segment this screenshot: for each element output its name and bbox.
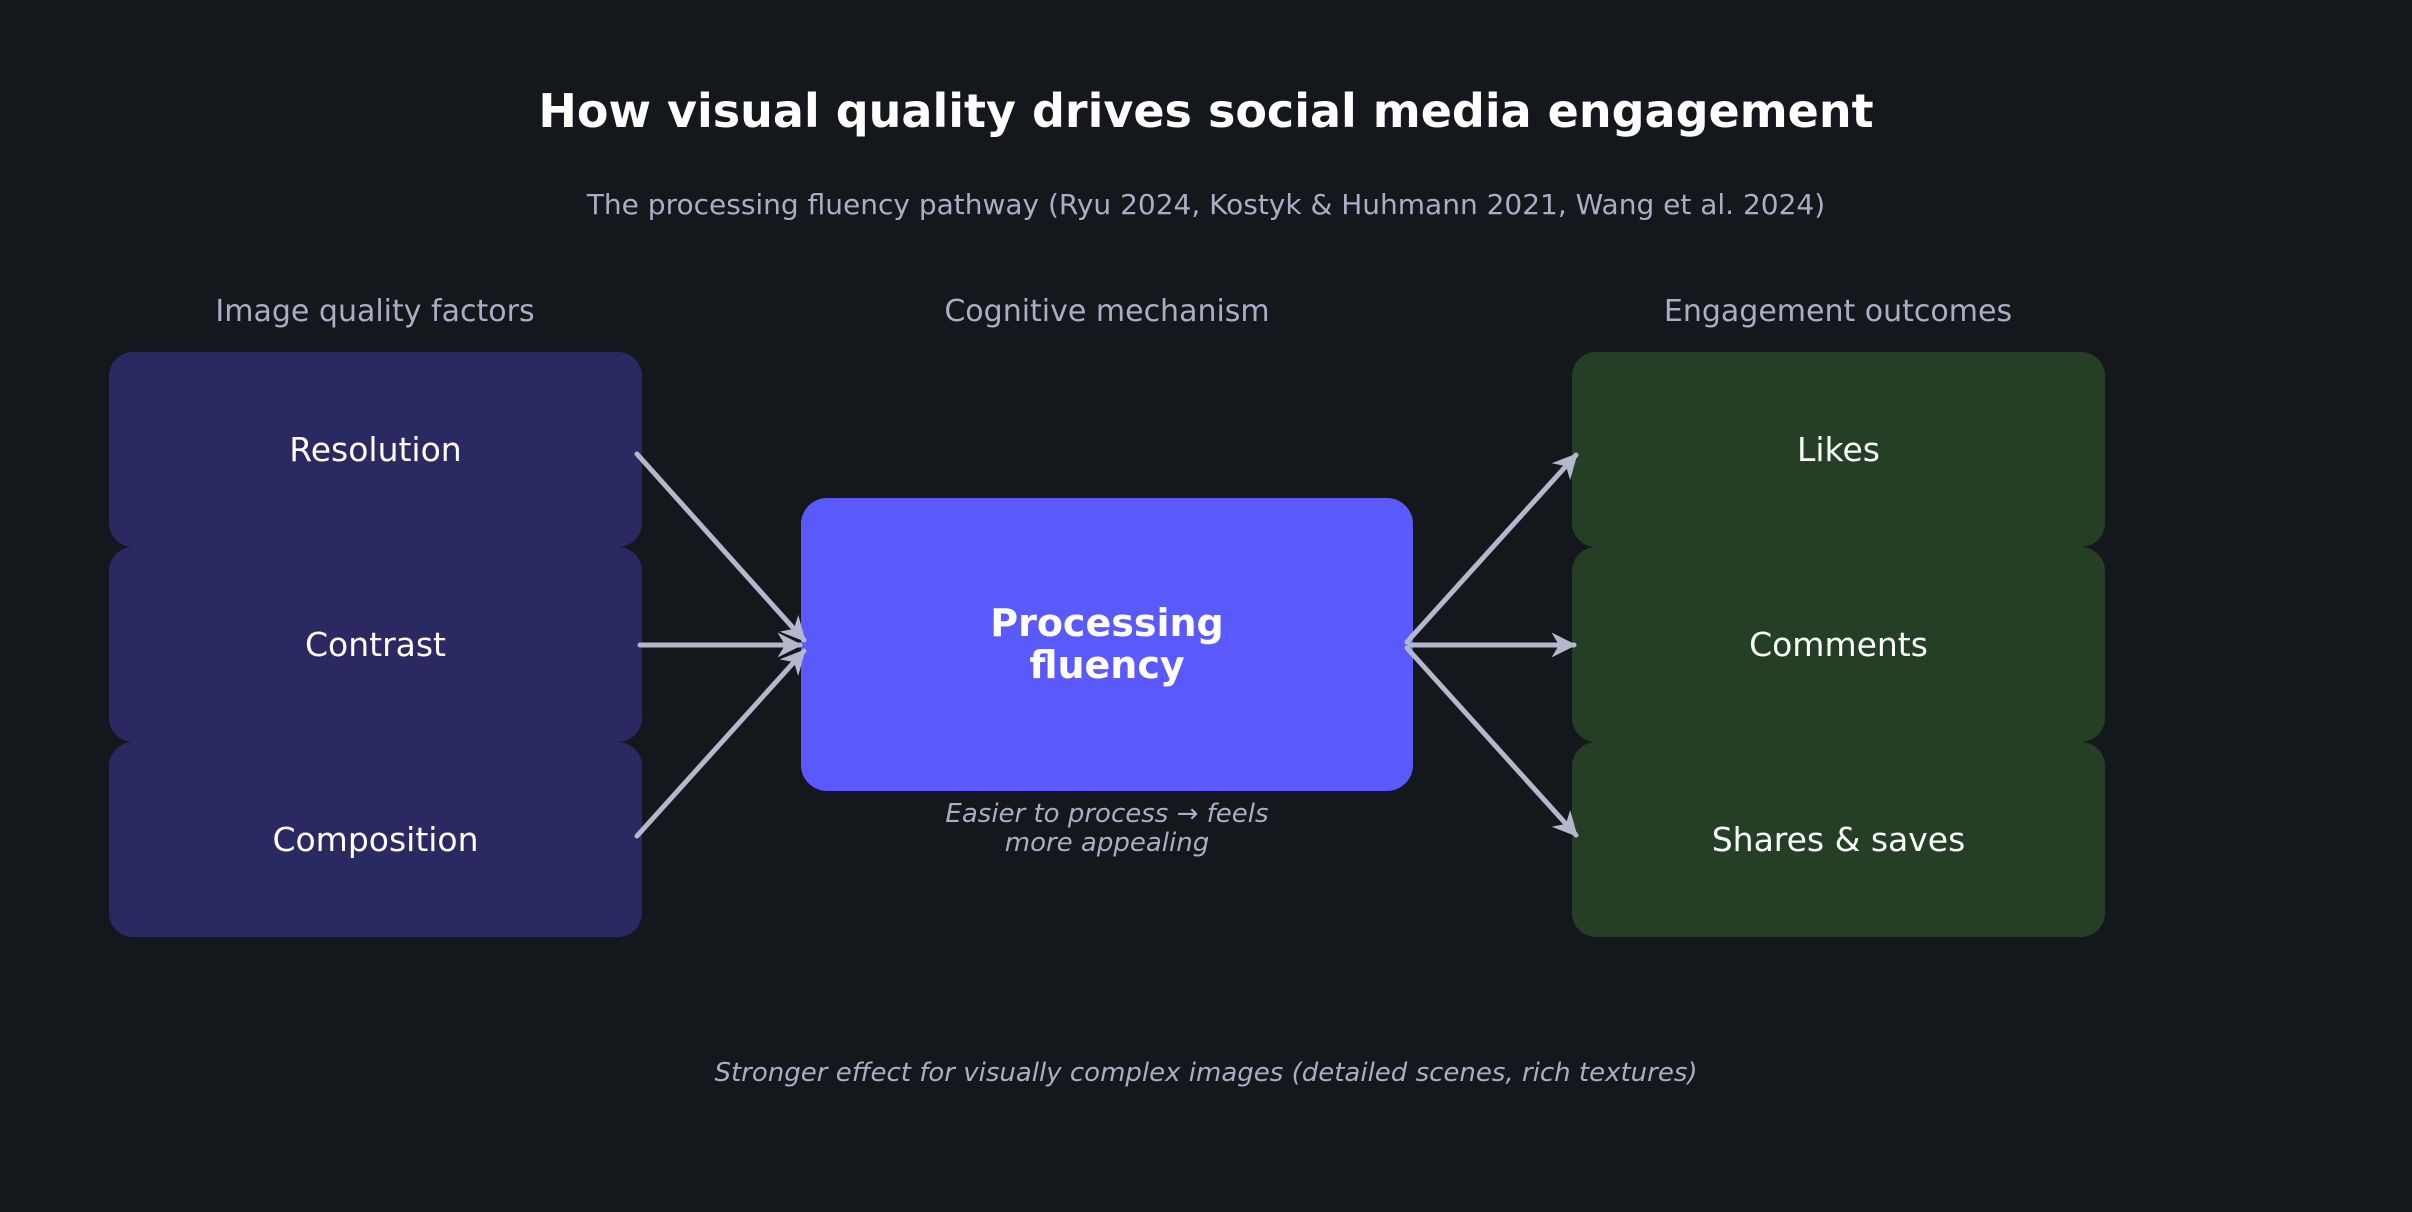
factor-label: Composition: [272, 820, 479, 859]
factor-label: Resolution: [289, 430, 462, 469]
outcome-box-likes: Likes: [1572, 352, 2105, 547]
column-header-outcomes: Engagement outcomes: [1663, 294, 2013, 329]
arrow-fluency-to-shares: [1404, 645, 1579, 838]
outcome-box-shares: Shares & saves: [1572, 742, 2105, 937]
outcome-box-comments: Comments: [1572, 547, 2105, 742]
outcome-label: Shares & saves: [1711, 820, 1966, 859]
factor-box-resolution: Resolution: [109, 352, 642, 547]
arrow-composition-to-fluency: [634, 648, 807, 839]
arrow-fluency-to-likes: [1404, 452, 1579, 645]
outcome-label: Comments: [1749, 625, 1928, 664]
diagram-title: How visual quality drives social media e…: [538, 84, 1874, 138]
mechanism-label: Processing fluency: [990, 600, 1224, 687]
factor-box-contrast: Contrast: [109, 547, 642, 742]
factor-box-composition: Composition: [109, 742, 642, 937]
mechanism-box: Processing fluency: [801, 498, 1413, 791]
arrow-resolution-to-fluency: [634, 451, 807, 643]
diagram-subtitle: The processing fluency pathway (Ryu 2024…: [586, 188, 1826, 221]
outcome-label: Likes: [1797, 430, 1880, 469]
footer-note: Stronger effect for visually complex ima…: [714, 1058, 1698, 1088]
mechanism-note: Easier to process → feels more appealing: [945, 799, 1269, 858]
column-header-factors: Image quality factors: [215, 294, 535, 329]
factor-label: Contrast: [304, 625, 446, 664]
column-header-mechanism: Cognitive mechanism: [944, 294, 1270, 329]
